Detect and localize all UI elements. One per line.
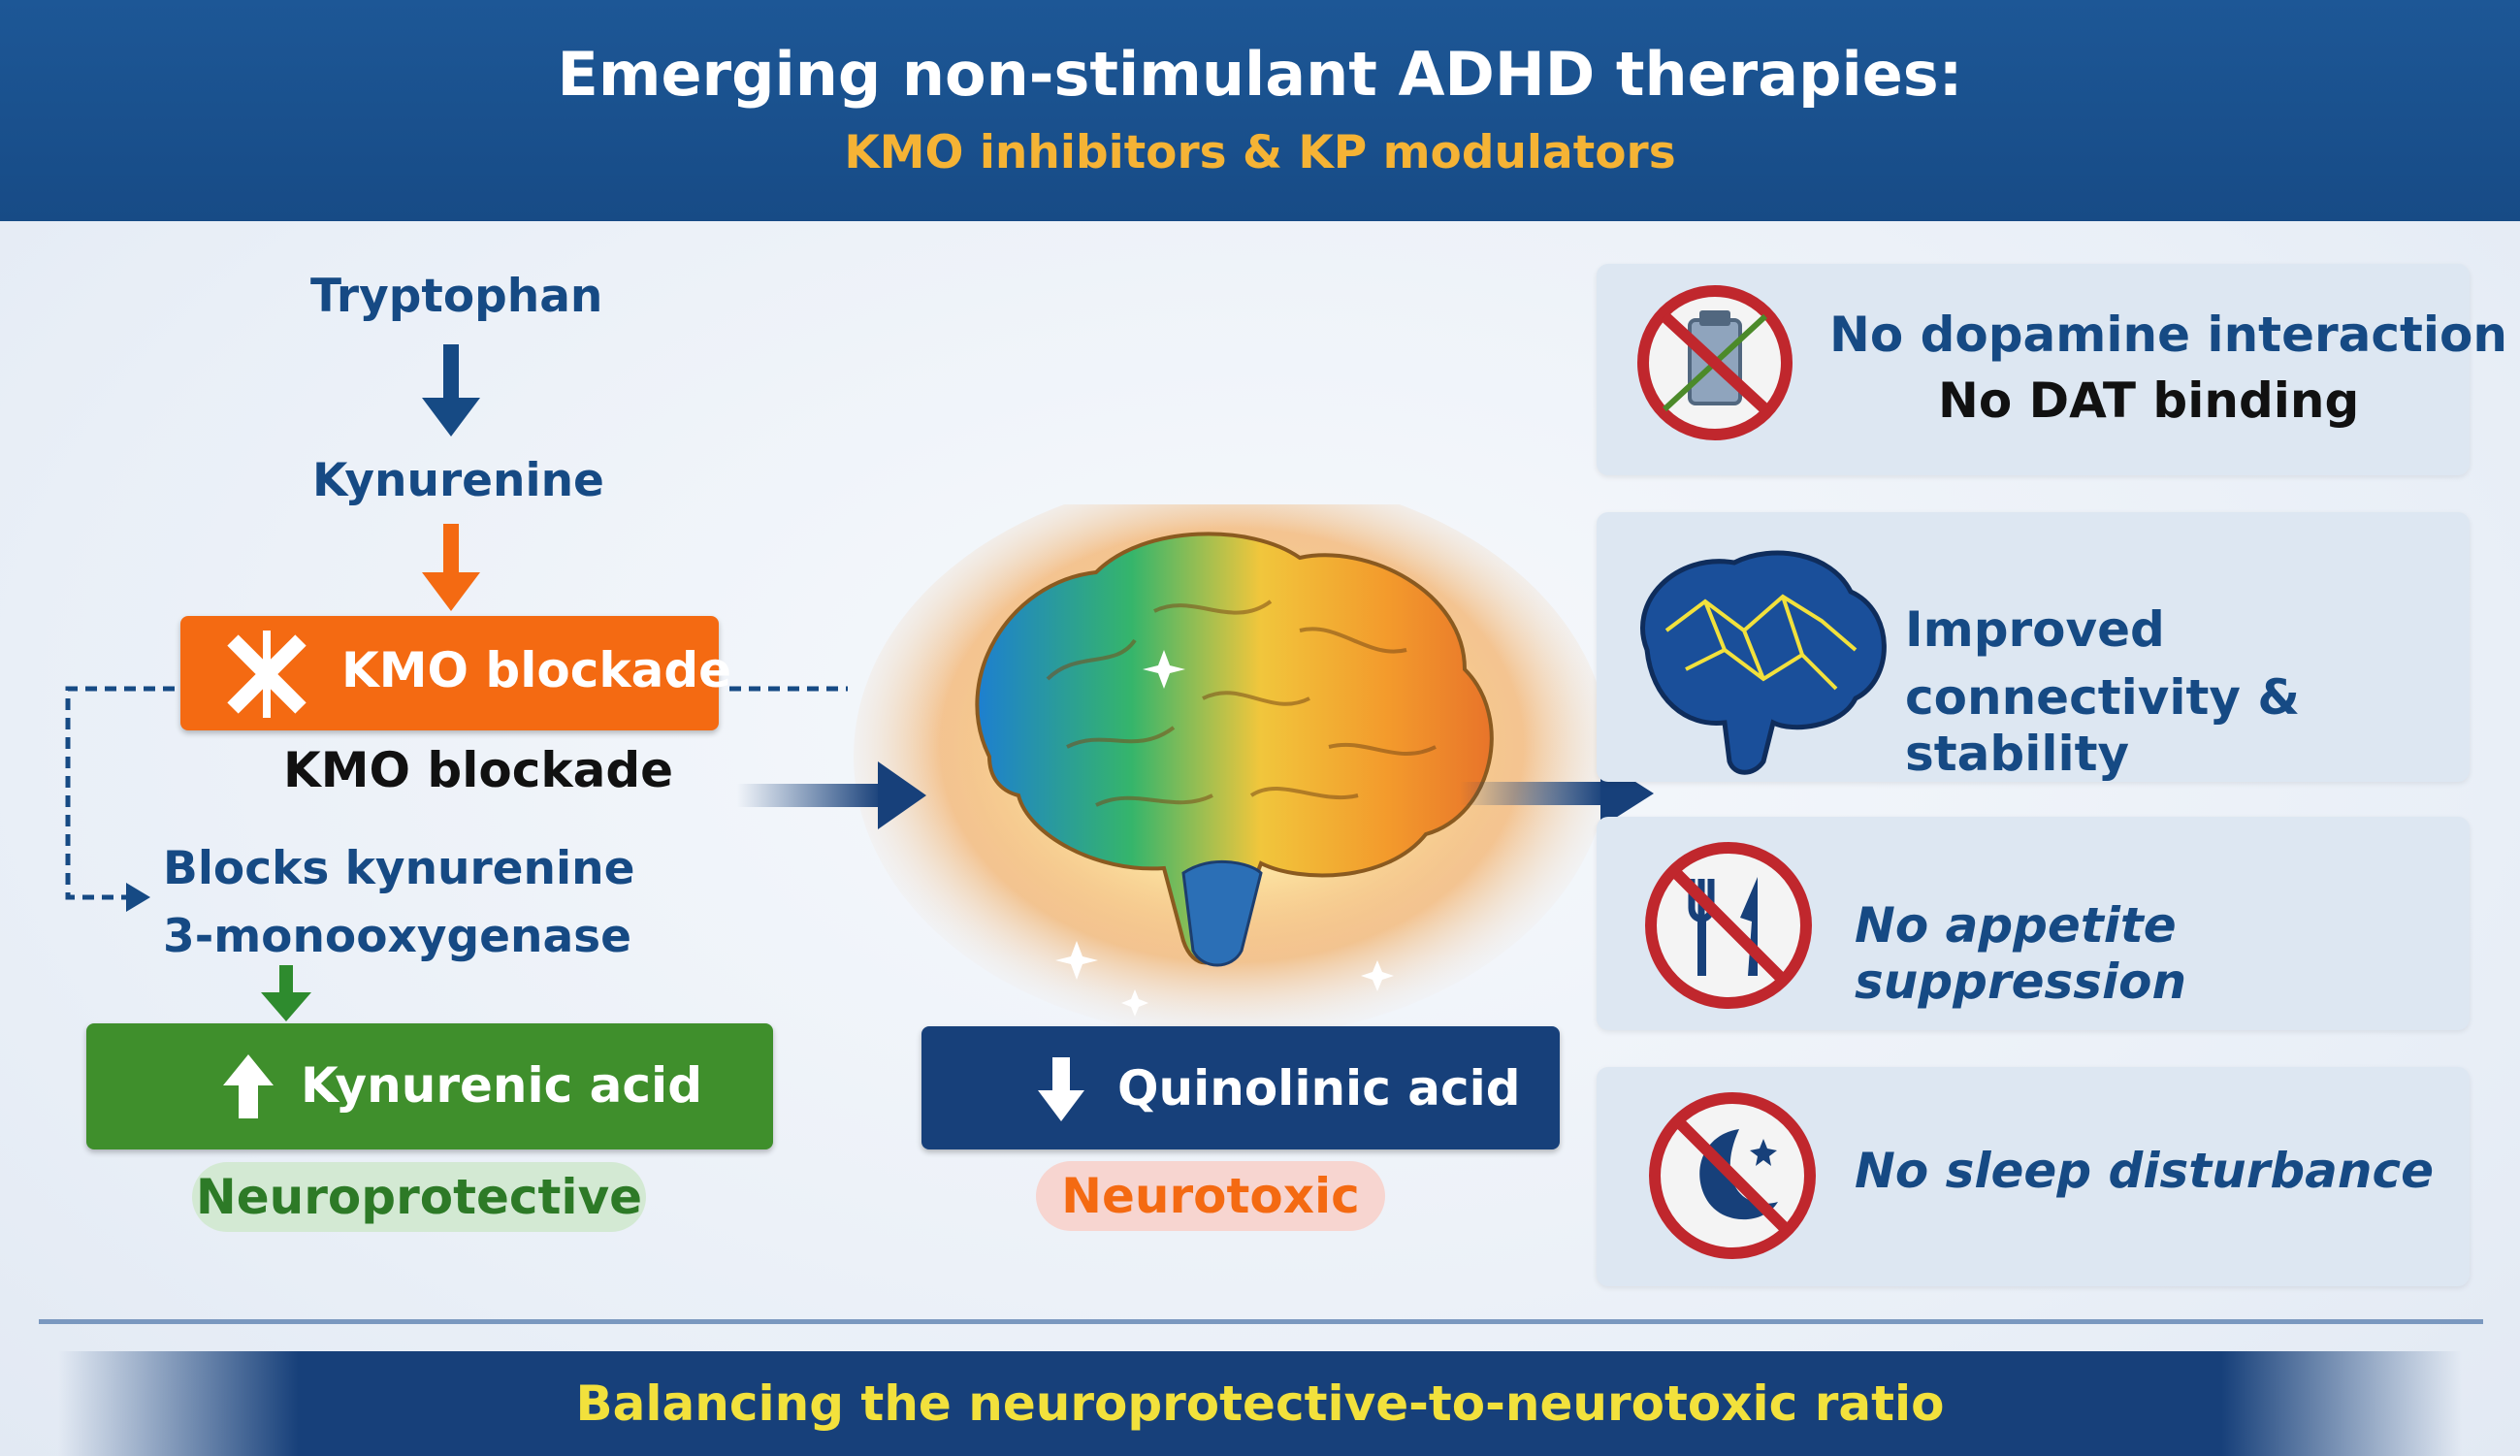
neuroprotective-tag: Neuroprotective bbox=[192, 1162, 646, 1232]
connected-brain-icon bbox=[1640, 550, 1887, 775]
brain-illustration bbox=[854, 504, 1610, 1038]
quinolinic-acid-box bbox=[921, 1026, 1560, 1149]
blocks-kmo-line1: Blocks kynurenine bbox=[163, 842, 635, 895]
dashed-connector-right bbox=[729, 686, 848, 692]
benefit-dopamine-line2: No DAT binding bbox=[1938, 372, 2360, 429]
no-moon-icon bbox=[1649, 1092, 1816, 1259]
kynurenic-acid-box bbox=[86, 1023, 773, 1149]
benefit-sleep-text: No sleep disturbance bbox=[1855, 1143, 2435, 1199]
right-arrow-icon bbox=[737, 761, 926, 829]
down-arrow-icon bbox=[1038, 1057, 1084, 1121]
kmo-blockade-caption: KMO blockade bbox=[283, 742, 674, 798]
kmo-blockade-box-label: KMO blockade bbox=[341, 642, 732, 698]
benefit-appetite-text: No appetite suppression bbox=[1855, 897, 2187, 1010]
tryptophan-label: Tryptophan bbox=[310, 270, 603, 323]
page-title: Emerging non-stimulant ADHD therapies: bbox=[557, 39, 1963, 110]
no-fork-knife-icon bbox=[1645, 842, 1812, 1009]
benefit-connectivity-line1: Improved bbox=[1905, 601, 2165, 658]
page-subtitle: KMO inhibitors & KP modulators bbox=[844, 126, 1676, 179]
benefit-connectivity-line2: connectivity & stability bbox=[1905, 669, 2301, 782]
dashed-connector-left bbox=[65, 686, 175, 912]
kynurenic-acid-label: Kynurenic acid bbox=[301, 1057, 702, 1114]
down-arrow-icon bbox=[422, 524, 480, 611]
blocked-x-icon bbox=[227, 631, 307, 718]
up-arrow-icon bbox=[223, 1054, 274, 1118]
benefit-dopamine-line1: No dopamine interaction bbox=[1829, 307, 2507, 363]
neurotoxic-tag: Neurotoxic bbox=[1036, 1161, 1385, 1231]
header-banner bbox=[0, 0, 2520, 221]
footer-text: Balancing the neuroprotective-to-neuroto… bbox=[575, 1375, 1945, 1432]
footer-banner bbox=[58, 1351, 2462, 1456]
footer-divider bbox=[39, 1319, 2483, 1324]
down-arrow-icon bbox=[422, 344, 480, 437]
down-arrow-icon bbox=[261, 965, 311, 1021]
no-dopamine-icon bbox=[1637, 285, 1793, 440]
blocks-kmo-line2: 3-monooxygenase bbox=[163, 910, 632, 963]
kynurenine-label: Kynurenine bbox=[312, 454, 604, 507]
quinolinic-acid-label: Quinolinic acid bbox=[1117, 1060, 1521, 1116]
